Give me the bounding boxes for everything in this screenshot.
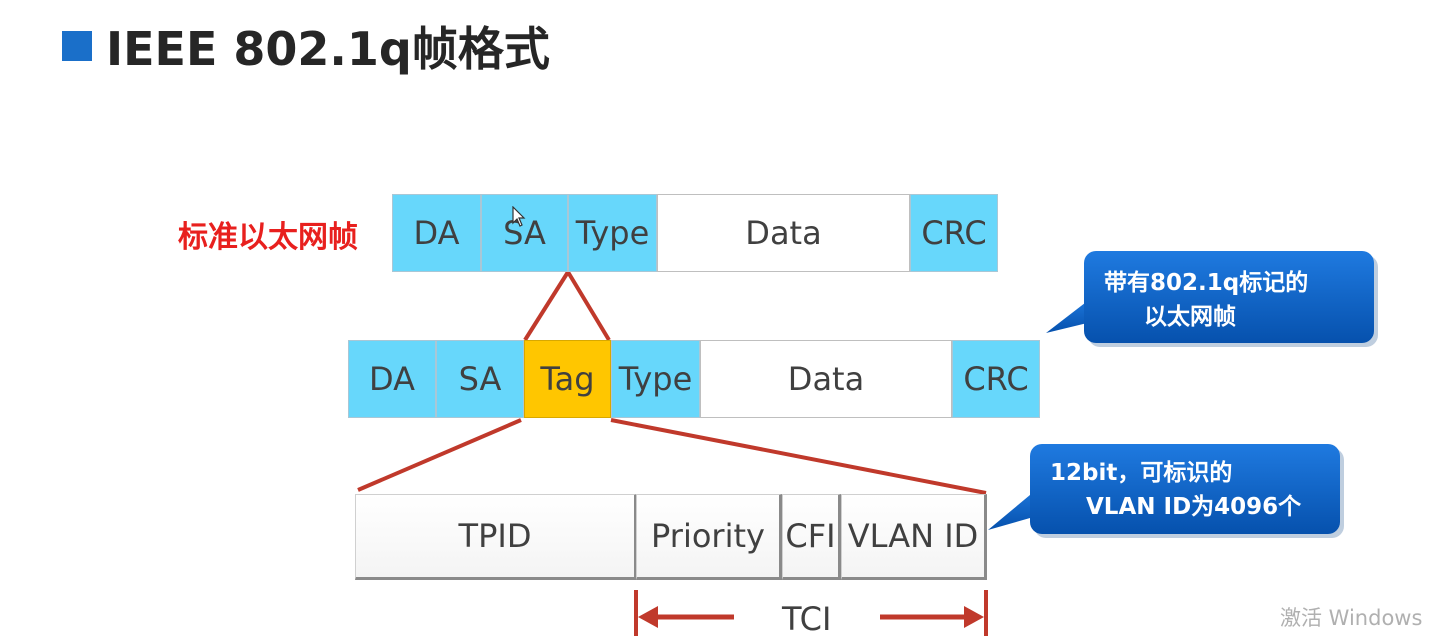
tag-field-cfi: CFI (782, 494, 841, 580)
page-title: IEEE 802.1q帧格式 (62, 14, 550, 78)
std-field-crc: CRC (910, 194, 998, 272)
tci-arrow-right-head (964, 606, 984, 628)
tag-detail-line-left (357, 418, 522, 492)
std-field-data: Data (657, 194, 910, 272)
tag-field-vlan-id: VLAN ID (841, 494, 987, 580)
title-text: IEEE 802.1q帧格式 (106, 22, 550, 76)
tagged-field-type: Type (611, 340, 700, 418)
tag-field-tpid: TPID (355, 494, 637, 580)
tagged-field-data: Data (700, 340, 952, 418)
tagged-field-sa: SA (436, 340, 524, 418)
callout-vlan-shape (988, 444, 1344, 538)
callout-tagged-line2: 以太网帧 (1144, 304, 1236, 330)
callout-tagged-line1: 带有802.1q标记的 (1104, 270, 1309, 296)
callout-tagged-frame-shape (1046, 251, 1378, 347)
tci-label: TCI (782, 600, 832, 638)
title-bullet-icon (62, 31, 92, 61)
std-field-type: Type (568, 194, 657, 272)
mouse-cursor-icon (512, 206, 526, 227)
activation-watermark: 激活 Windows (1280, 606, 1423, 630)
tagged-field-da: DA (348, 340, 436, 418)
tag-detail-line-right (610, 418, 987, 495)
std-field-sa: SA (481, 194, 568, 272)
callout-vlan-line2: VLAN ID为4096个 (1086, 494, 1302, 520)
tagged-field-crc: CRC (952, 340, 1040, 418)
callout-vlan-line1: 12bit，可标识的 (1050, 460, 1233, 486)
tag-expand-line-left (523, 270, 570, 342)
tagged-field-tag: Tag (524, 340, 611, 418)
tag-field-priority: Priority (636, 494, 782, 580)
standard-frame-label: 标准以太网帧 (178, 220, 358, 255)
tci-arrow-left-head (638, 606, 658, 628)
std-field-da: DA (392, 194, 481, 272)
tag-expand-line-right (566, 270, 611, 342)
